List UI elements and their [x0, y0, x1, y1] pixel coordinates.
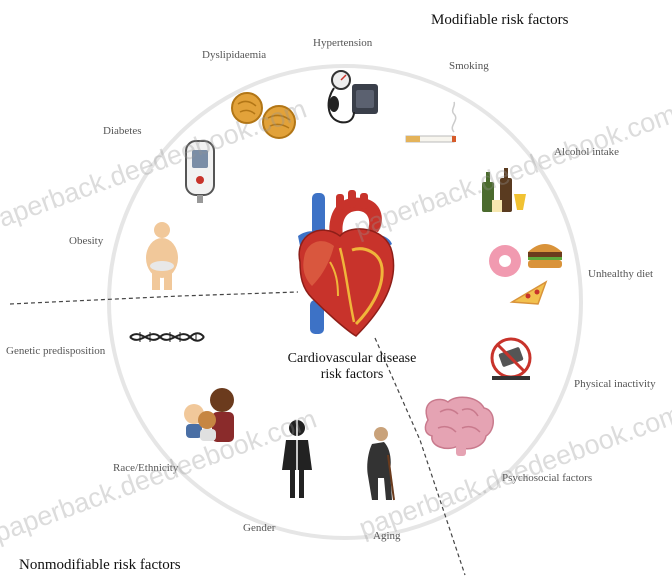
junk-food-icon — [489, 244, 562, 305]
elderly-person-icon — [367, 427, 395, 501]
ethnicity-people-icon — [184, 388, 234, 442]
label-physical-inactivity: Physical inactivity — [574, 378, 656, 390]
label-psychosocial: Psychosocial factors — [502, 472, 593, 484]
lipid-icon — [231, 92, 296, 139]
label-alcohol: Alcohol intake — [554, 146, 620, 158]
no-exercise-icon — [490, 337, 532, 380]
alcohol-icon — [482, 168, 526, 212]
center-title-line1: Cardiovascular disease — [287, 351, 417, 366]
label-dyslipidaemia: Dyslipidaemia — [202, 49, 267, 61]
label-aging: Aging — [373, 530, 401, 542]
outer-ring — [107, 64, 583, 540]
label-genetic: Genetic predisposition — [6, 345, 106, 357]
blood-pressure-icon — [327, 70, 378, 124]
obesity-person-icon — [146, 222, 178, 290]
label-diabetes: Diabetes — [103, 125, 142, 137]
dna-icon — [129, 332, 205, 342]
center-title: Cardiovascular disease risk factors — [262, 351, 442, 383]
label-gender: Gender — [243, 522, 276, 534]
brain-icon — [424, 396, 494, 456]
divider-line-bottom — [374, 337, 466, 576]
heart-icon — [298, 190, 395, 337]
cigarette-icon — [405, 101, 457, 143]
label-smoking: Smoking — [449, 60, 489, 72]
nonmodifiable-heading: Nonmodifiable risk factors — [19, 557, 181, 573]
glucometer-icon — [185, 140, 215, 203]
label-obesity: Obesity — [69, 235, 104, 247]
label-hypertension: Hypertension — [313, 37, 373, 49]
gender-icon — [282, 420, 312, 500]
modifiable-heading: Modifiable risk factors — [431, 12, 569, 28]
center-title-line2: risk factors — [320, 367, 384, 382]
label-race: Race/Ethnicity — [113, 462, 179, 474]
label-unhealthy-diet: Unhealthy diet — [588, 268, 654, 280]
divider-line-left — [9, 291, 299, 305]
